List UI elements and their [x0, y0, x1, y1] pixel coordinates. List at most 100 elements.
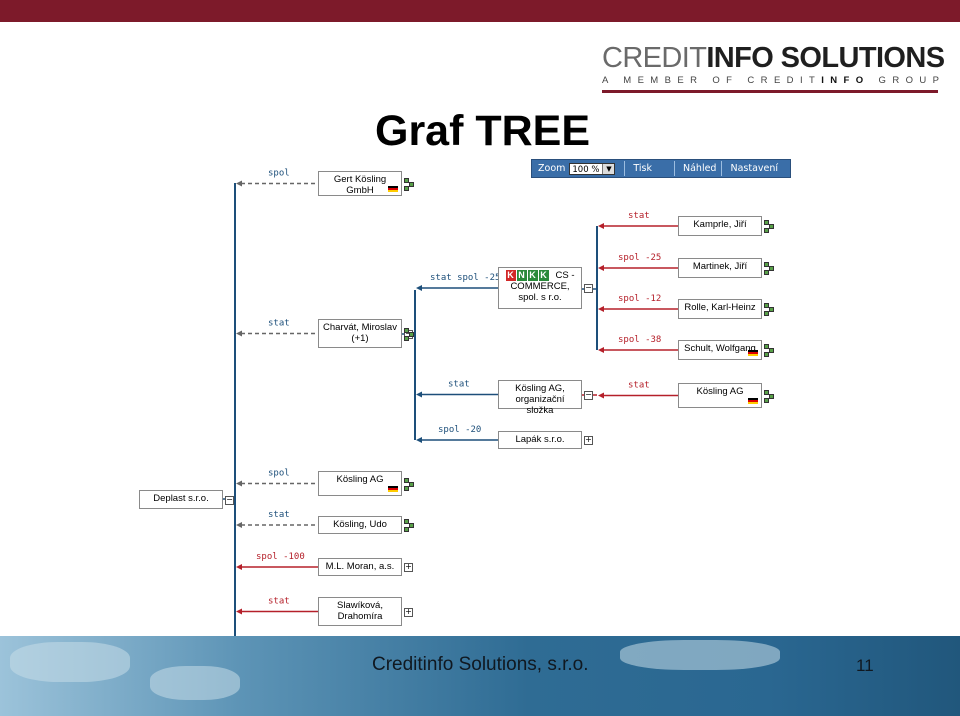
- expand-icon[interactable]: +: [404, 562, 413, 572]
- arrow-head-icon: [416, 391, 422, 398]
- tree-node-slawik[interactable]: Slawíková, Drahomíra: [318, 597, 402, 626]
- expand-icon[interactable]: +: [404, 606, 413, 617]
- tree-edge-label: spol -25: [618, 253, 661, 263]
- hierarchy-icon-box: [404, 327, 409, 333]
- arrow-head-icon: [598, 306, 604, 312]
- hierarchy-icon-box: [409, 481, 414, 487]
- arrow-head-icon: [236, 522, 242, 528]
- tree-edge-label: stat: [628, 381, 650, 391]
- tree-node-label: Rolle, Karl-Heinz: [684, 302, 756, 313]
- arrow-head-icon: [598, 223, 604, 229]
- tree-edge-label: spol: [268, 169, 290, 179]
- page-number: 11: [856, 656, 874, 675]
- collapse-icon[interactable]: −: [584, 283, 593, 293]
- tree-edge-label: spol -38: [618, 335, 661, 345]
- hierarchy-icon-box: [769, 307, 774, 312]
- zoom-value: 100 %: [572, 164, 600, 175]
- tree-node-kosling1[interactable]: Kösling AG: [318, 471, 402, 496]
- rating-badge-letter: K: [538, 270, 549, 281]
- arrow-head-icon: [236, 480, 242, 487]
- hierarchy-icon-box: [409, 181, 414, 187]
- tree-node-gert[interactable]: Gert Kösling GmbH: [318, 171, 402, 196]
- hierarchy-icon-box: [764, 228, 769, 233]
- collapse-icon[interactable]: −: [225, 494, 234, 505]
- print-button[interactable]: Tisk: [633, 163, 652, 174]
- zoom-select[interactable]: 100 %▼: [569, 162, 616, 175]
- tree-node-label: Lapák s.r.o.: [515, 434, 565, 445]
- tree-node-schult[interactable]: Schult, Wolfgang: [678, 340, 762, 360]
- hierarchy-icon-box: [764, 303, 769, 308]
- tree-edge-label: spol -12: [618, 294, 661, 304]
- tree-node-label: Kösling AG: [336, 474, 384, 485]
- hierarchy-icon[interactable]: [404, 327, 414, 341]
- arrow-head-icon: [416, 437, 422, 443]
- tree-node-lapak[interactable]: Lapák s.r.o.: [498, 431, 582, 449]
- arrow-head-icon: [598, 265, 604, 271]
- tree-node-moran[interactable]: M.L. Moran, a.s.: [318, 558, 402, 576]
- hierarchy-icon-box: [404, 185, 409, 191]
- tree-node-label: Schult, Wolfgang: [684, 343, 756, 354]
- hierarchy-icon-box: [764, 311, 769, 316]
- company-logo: CREDITINFO SOLUTIONS: [602, 42, 945, 74]
- hierarchy-icon-box: [409, 523, 414, 528]
- german-flag-icon: [388, 186, 398, 192]
- hierarchy-icon-box: [764, 397, 769, 403]
- tree-node-label: Kösling AG: [696, 386, 744, 397]
- hierarchy-icon-box: [769, 266, 774, 271]
- german-flag-icon: [388, 486, 398, 492]
- arrow-head-icon: [416, 285, 422, 291]
- hierarchy-icon[interactable]: [404, 519, 414, 532]
- tree-node-label: Martinek, Jiří: [692, 261, 748, 272]
- settings-button[interactable]: Nastavení: [730, 163, 779, 174]
- tree-node-kosling2[interactable]: Kösling AG: [678, 383, 762, 408]
- tree-edge-label: stat: [628, 211, 650, 221]
- tree-node-label: Gert Kösling GmbH: [333, 174, 387, 196]
- arrow-head-icon: [236, 564, 242, 570]
- tree-edge-label: stat: [268, 597, 290, 607]
- tree-node-koslingorg[interactable]: Kösling AG, organizační složka: [498, 380, 582, 416]
- hierarchy-icon-box: [764, 220, 769, 225]
- tree-node-koslingudo[interactable]: Kösling, Udo: [318, 516, 402, 534]
- hierarchy-icon-box: [764, 352, 769, 357]
- hierarchy-icon[interactable]: [764, 303, 774, 316]
- tree-node-label: Slawíková, Drahomíra: [337, 600, 383, 622]
- tree-node-label: Kamprle, Jiří: [693, 219, 747, 230]
- hierarchy-icon[interactable]: [764, 220, 774, 233]
- collapse-icon[interactable]: −: [584, 389, 593, 400]
- hierarchy-icon-box: [764, 389, 769, 395]
- tree-node-martinek[interactable]: Martinek, Jiří: [678, 258, 762, 278]
- logo-tagline: A MEMBER OF CREDITINFO GROUP: [602, 75, 946, 86]
- hierarchy-icon-box: [409, 331, 414, 337]
- zoom-label: Zoom: [538, 163, 566, 174]
- top-accent-bar: [0, 0, 960, 22]
- tree-edge-label: spol: [268, 469, 290, 479]
- tree-edge-label: stat: [268, 510, 290, 520]
- tree-node-label: Charvát, Miroslav (+1): [323, 322, 397, 344]
- hierarchy-icon-box: [764, 344, 769, 349]
- slide-title: Graf TREE: [375, 107, 591, 155]
- rating-badge-letter: K: [527, 270, 538, 281]
- hierarchy-icon[interactable]: [764, 389, 774, 403]
- hierarchy-icon[interactable]: [764, 262, 774, 275]
- arrow-head-icon: [236, 330, 242, 337]
- expand-icon[interactable]: +: [584, 435, 593, 445]
- arrow-head-icon: [236, 608, 242, 615]
- hierarchy-icon-box: [404, 477, 409, 483]
- map-decoration: [620, 640, 780, 670]
- toolbar-divider: [721, 161, 723, 176]
- hierarchy-icon-box: [764, 270, 769, 275]
- hierarchy-icon[interactable]: [404, 477, 414, 491]
- tree-node-charvat[interactable]: Charvát, Miroslav (+1): [318, 319, 402, 348]
- footer-banner: Creditinfo Solutions, s.r.o. 11: [0, 636, 960, 716]
- tree-node-label: Kösling AG, organizační složka: [515, 383, 565, 416]
- hierarchy-icon[interactable]: [404, 177, 414, 191]
- tree-node-root[interactable]: Deplast s.r.o.: [139, 490, 223, 509]
- preview-button[interactable]: Náhled: [683, 163, 717, 174]
- tree-node-kamprle[interactable]: Kamprle, Jiří: [678, 216, 762, 236]
- hierarchy-icon[interactable]: [764, 344, 774, 357]
- hierarchy-icon-box: [769, 224, 774, 229]
- german-flag-icon: [748, 398, 758, 404]
- tree-node-rolle[interactable]: Rolle, Karl-Heinz: [678, 299, 762, 319]
